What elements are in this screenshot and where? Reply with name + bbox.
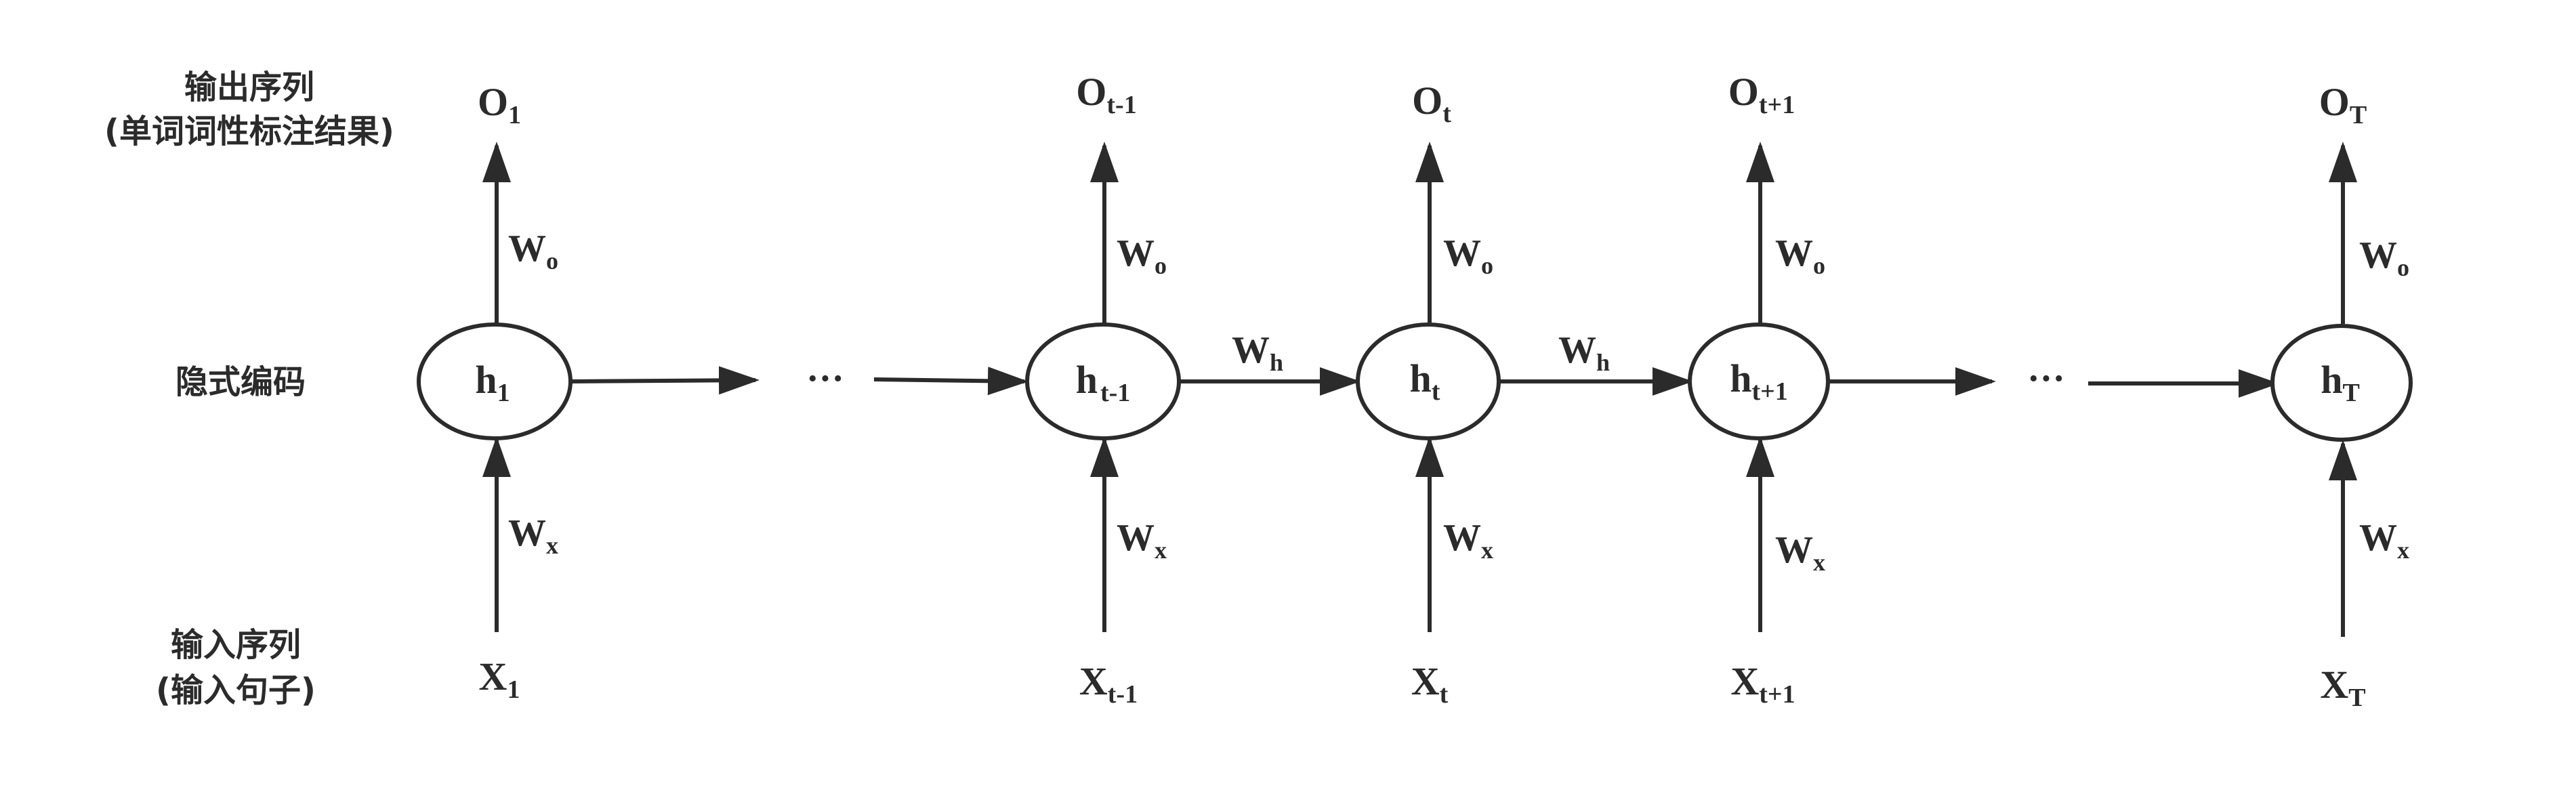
output-label: Ot-1 [1076,70,1136,119]
output-label: OT [2319,80,2367,129]
output-weight-label: Wo [1117,232,1167,279]
hidden-node [1025,322,1181,440]
hidden-node [1356,322,1501,440]
time-step-t: ht Ot Xt Wo Wx [1356,79,1501,709]
input-weight-label: Wx [1775,529,1825,576]
output-row-sublabel: (单词词性标注结果) [104,112,394,150]
weight-label-h-2: Wh [1558,329,1610,376]
input-weight-label: Wx [2359,517,2409,564]
output-label: Ot+1 [1728,70,1795,119]
input-weight-label: Wx [1117,517,1167,564]
ellipsis-right: ··· [2027,358,2065,400]
time-step-t+1: ht+1 Ot+1 Xt+1 Wo Wx [1688,70,1830,709]
input-row-label: 输入序列 [171,626,301,664]
hidden-arrow-dots-to-t-1 [873,367,1029,396]
ellipsis-left: ··· [806,358,844,400]
weight-label-h-1: Wh [1232,329,1283,376]
input-label: X1 [479,654,520,704]
hidden-arrow-1-to-dots [571,366,760,395]
input-label: Xt+1 [1730,659,1795,709]
input-row-sublabel: (输入句子) [156,671,316,709]
hidden-row-label: 隐式编码 [175,363,306,401]
hidden-node [417,322,573,440]
output-label: Ot [1412,79,1451,128]
output-weight-label: Wo [1443,232,1493,279]
input-weight-label: Wx [1443,517,1493,564]
input-weight-label: Wx [508,512,558,559]
output-weight-label: Wo [508,228,558,274]
output-label: O1 [478,80,521,129]
output-row-label: 输出序列 [184,68,314,106]
hidden-node-label: h1 [475,358,510,407]
input-label: XT [2320,663,2365,712]
hidden-node [2270,324,2413,442]
input-label: Xt [1411,659,1449,709]
hidden-node-label: ht+1 [1730,356,1788,406]
hidden-node [1688,322,1830,440]
hidden-node-label: hT [2321,358,2360,407]
time-step-T: hT OT XT Wo Wx [2270,80,2413,712]
hidden-node-label: ht [1410,356,1440,406]
time-step-1: h1 O1 X1 Wo Wx [417,80,573,704]
output-weight-label: Wo [2359,234,2409,281]
output-weight-label: Wo [1775,232,1825,279]
input-label: Xt-1 [1079,659,1138,709]
